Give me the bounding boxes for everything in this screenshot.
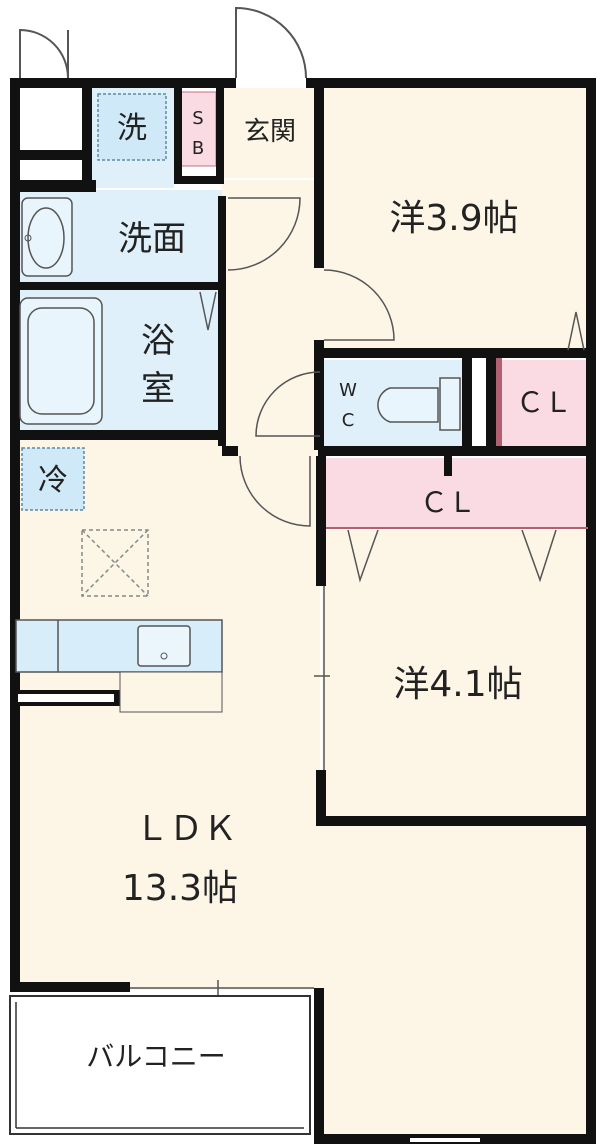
closet-2-floor	[326, 458, 588, 528]
wc-label-bottom: C	[342, 410, 355, 431]
bathtub-inner	[27, 307, 95, 415]
range-hood	[81, 529, 149, 597]
bathroom-label-bottom: 室	[141, 369, 175, 409]
range-hood-cross-1	[81, 529, 149, 597]
toilet-bowl	[377, 387, 439, 423]
western-room-1-label: 洋3.9帖	[389, 198, 518, 239]
front-door-swing	[235, 6, 307, 79]
wash-basin-bowl	[27, 207, 65, 269]
closet-door-marker-2	[521, 529, 557, 583]
fridge-box	[21, 447, 85, 511]
closet-door-marker-1	[347, 529, 379, 583]
shoe-box-label-bottom: B	[192, 138, 204, 159]
range-hood-cross-2	[81, 529, 149, 597]
washer-label: 洗	[117, 111, 147, 146]
bathtub	[19, 297, 103, 425]
balcony-floor	[9, 995, 311, 1135]
closet-1-label: ＣＬ	[516, 386, 572, 419]
washroom-label: 洗面	[118, 219, 186, 259]
ldk-floor-lower	[320, 820, 588, 1138]
bath-door-marker	[199, 291, 217, 331]
wc-label-top: W	[339, 380, 357, 401]
ldk-floor	[10, 440, 320, 990]
ldk-label-name: ＬＤＫ	[135, 809, 237, 849]
service-door-swing	[19, 28, 69, 79]
closet-2-label: ＣＬ	[420, 486, 476, 519]
hallway-floor	[222, 180, 322, 450]
western-room-2-label: 洋4.1帖	[393, 664, 522, 705]
ldk-label-size: 13.3帖	[122, 868, 238, 909]
interior-door-swings	[130, 197, 395, 996]
closet-1-rail	[496, 358, 502, 446]
western-room-2-floor	[322, 530, 588, 820]
counter-wall-gap	[18, 694, 114, 702]
shoe-box-label-top: S	[192, 108, 203, 129]
entrance-floor	[222, 88, 318, 178]
balcony-label: バルコニー	[86, 1040, 225, 1073]
kitchen-counter	[15, 619, 223, 673]
closet-1-floor	[502, 360, 588, 446]
kitchen-counter-back	[119, 671, 223, 713]
wash-basin-tap	[24, 234, 32, 242]
washer-box	[97, 93, 167, 161]
kitchen-sink	[137, 625, 191, 667]
closet-door-marker-3	[567, 311, 585, 351]
entrance-label: 玄関	[244, 117, 296, 147]
bathroom-label-top: 浴	[141, 321, 175, 361]
kitchen-sink-drain	[160, 652, 168, 660]
fridge-label: 冷	[38, 463, 68, 498]
toilet-tank	[439, 377, 461, 431]
western-room-1-floor	[322, 88, 590, 350]
